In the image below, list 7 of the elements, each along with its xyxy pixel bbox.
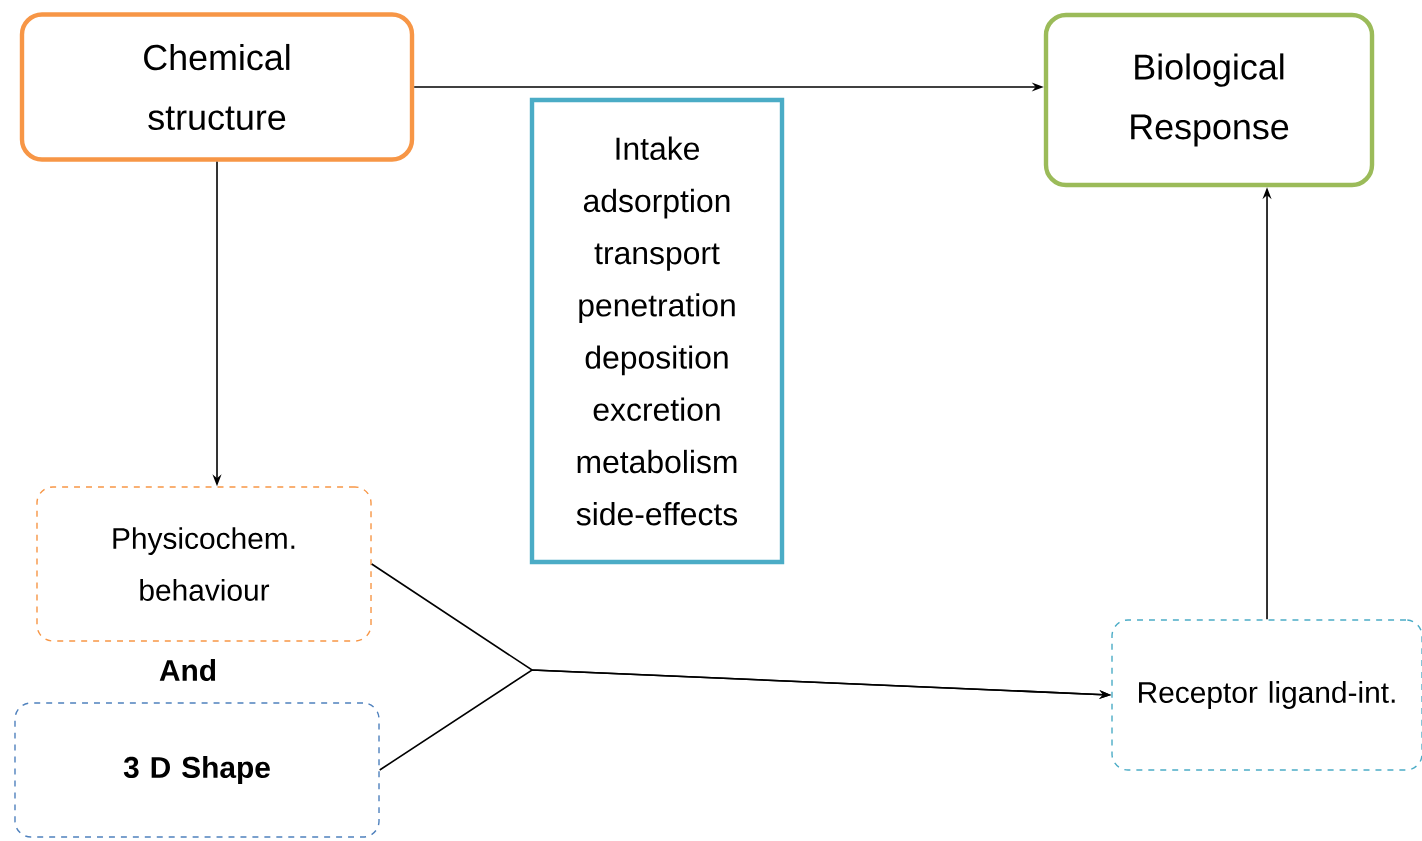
list-box: Intake adsorption transport penetration deposition excretion metabolism side-effects bbox=[529, 97, 785, 565]
process-box: 3 D Shape bbox=[14, 702, 380, 838]
process-box: Physicochem. behaviour bbox=[36, 486, 372, 642]
process-box: Receptor ligand-int. bbox=[1111, 619, 1422, 771]
process-box: Chemical structure bbox=[19, 12, 415, 162]
process-box: Biological Response bbox=[1043, 12, 1375, 188]
connector-label: And bbox=[159, 659, 216, 681]
